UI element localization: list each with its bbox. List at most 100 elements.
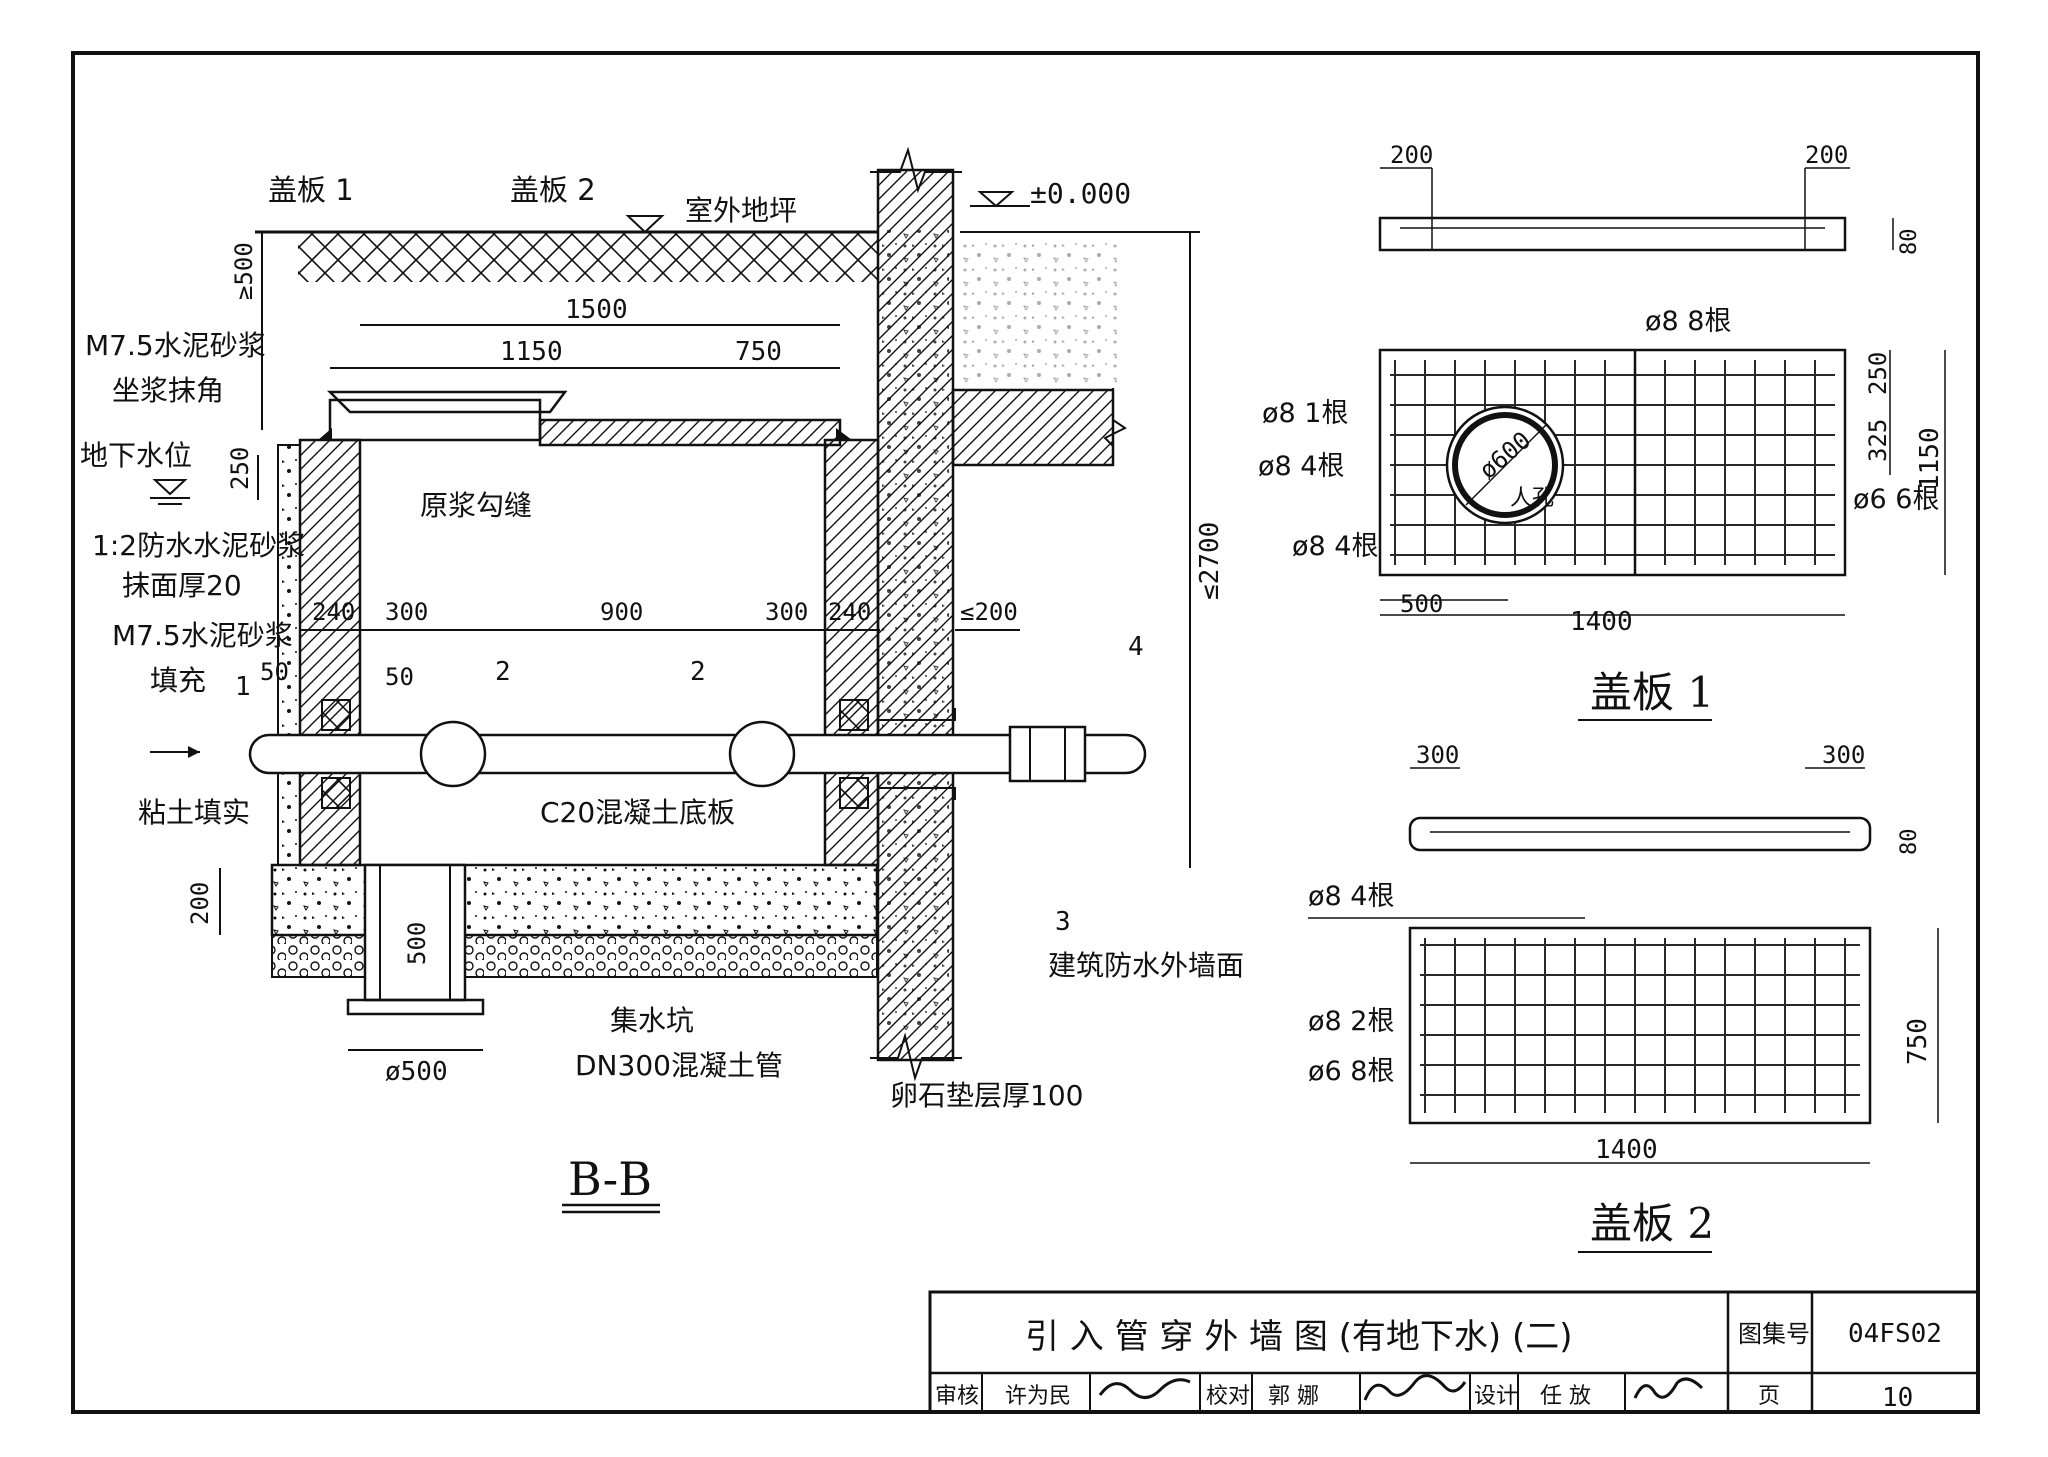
p2-rebar-1: ø8 4根 <box>1308 881 1394 912</box>
label-wall: 建筑防水外墙面 <box>1048 949 1244 982</box>
p1-rebar-2: ø8 1根 <box>1262 398 1348 429</box>
atlas-label: 图集号 <box>1738 1320 1810 1348</box>
dim-900: 900 <box>600 598 643 626</box>
p1-dim-a: 200 <box>1390 141 1433 169</box>
label-elevation: ±0.000 <box>1030 177 1131 210</box>
p2-dim-a: 300 <box>1416 741 1459 769</box>
label-sump-pipe: DN300混凝土管 <box>575 1049 783 1082</box>
callout-3: 3 <box>1055 907 1071 937</box>
p1-dim-l: 1150 <box>1915 427 1945 490</box>
label-slab: C20混凝土底板 <box>540 796 735 829</box>
fitting-2b <box>728 720 796 788</box>
label-gravel: 卵石垫层厚100 <box>890 1079 1083 1112</box>
p1-dim-s2: 325 <box>1864 419 1892 462</box>
label-waterproof-1: 1:2防水水泥砂浆 <box>92 529 305 562</box>
break-line-top <box>870 146 962 194</box>
p2-rebar-3: ø6 8根 <box>1308 1056 1394 1087</box>
signature-design <box>1633 1377 1704 1399</box>
dim-300b: 300 <box>765 598 808 626</box>
section-labels: 盖板 1 盖板 2 室外地坪 ±0.000 M7.5水泥砂浆 坐浆抹角 地下水位… <box>80 173 1244 1214</box>
floor-slab <box>951 388 1115 467</box>
dim-50b: 50 <box>385 663 414 691</box>
break-line-bottom <box>870 1032 962 1082</box>
p1-hole-label: 人孔 <box>1510 486 1554 511</box>
p1-dim-s1: 250 <box>1864 352 1892 395</box>
callout-4: 4 <box>1128 632 1144 662</box>
dim-250: 250 <box>226 447 254 490</box>
label-mortar-fill-1: M7.5水泥砂浆 <box>112 619 293 652</box>
flexible-joint-4 <box>1008 725 1087 783</box>
ground-soil <box>298 232 878 282</box>
label-waterproof-2: 抹面厚20 <box>122 569 242 602</box>
dim-500: ≥500 <box>230 242 258 300</box>
dim-750: 750 <box>735 337 782 367</box>
p2-dim-l: 750 <box>1903 1018 1933 1065</box>
label-mortar-fill-2: 填充 <box>150 664 206 697</box>
label-ground: 室外地坪 <box>685 194 797 227</box>
waterproof-render <box>277 444 301 866</box>
section-title: B-B <box>568 1152 652 1206</box>
callout-2a: 2 <box>495 657 511 687</box>
plate2-plan <box>1408 926 1872 1125</box>
plate1: 200 200 80 1400 1150 250 325 500 ø8 8根 ø… <box>1258 141 1946 721</box>
dim-1500: 1500 <box>565 295 628 325</box>
label-joint: 原浆勾缝 <box>420 489 532 522</box>
plate1-title: 盖板 1 <box>1590 668 1714 717</box>
title-block: 引 入 管 穿 外 墙 图 (有地下水) (二) 图集号 04FS02 审核 许… <box>928 1290 1980 1414</box>
gravel-bed <box>271 934 878 978</box>
dim-50a: 50 <box>260 658 289 686</box>
page-no: 10 <box>1882 1383 1913 1413</box>
page-label: 页 <box>1758 1384 1780 1409</box>
signature-review <box>1098 1378 1191 1399</box>
section-bb <box>150 146 1200 1082</box>
dim-2700: ≤2700 <box>1195 522 1225 600</box>
dim-300a: 300 <box>385 598 428 626</box>
plate1-plan <box>1378 348 1847 577</box>
plate1-elevation <box>1378 216 1847 252</box>
p1-dim-h: 80 <box>1897 229 1922 256</box>
label-cover1: 盖板 1 <box>268 173 354 207</box>
dim-240b: 240 <box>828 598 871 626</box>
label-clay: 粘土填实 <box>138 796 250 829</box>
callout-1: 1 <box>235 672 251 702</box>
p1-rebar-3: ø8 4根 <box>1258 451 1344 482</box>
plate2-elevation <box>1408 816 1872 852</box>
p1-dim-b: 200 <box>1805 141 1848 169</box>
p2-dim-h: 80 <box>1897 829 1922 856</box>
label-cover2: 盖板 2 <box>510 173 596 207</box>
design-name: 任 放 <box>1540 1384 1591 1409</box>
label-groundwater: 地下水位 <box>80 439 192 472</box>
cover-slab-1 <box>328 398 542 442</box>
design-label: 设计 <box>1474 1384 1518 1409</box>
dim-500b: 500 <box>403 922 431 965</box>
drawing-title: 引 入 管 穿 外 墙 图 (有地下水) (二) <box>1025 1317 1573 1357</box>
p2-rebar-2: ø8 2根 <box>1308 1006 1394 1037</box>
signature-check <box>1363 1374 1467 1401</box>
p2-dim-b: 300 <box>1822 741 1865 769</box>
review-name: 许为民 <box>1005 1384 1071 1409</box>
plate2: 300 300 80 1400 750 ø8 4根 ø8 2根 ø6 8根 盖板… <box>1308 741 1939 1253</box>
check-label: 校对 <box>1206 1384 1250 1409</box>
p2-dim-w: 1400 <box>1595 1135 1658 1165</box>
concrete-base <box>270 863 879 937</box>
label-mortar-corner-2: 坐浆抹角 <box>112 374 224 407</box>
dim-le200: ≤200 <box>960 598 1018 626</box>
p1-rebar-4: ø8 4根 <box>1292 531 1378 562</box>
label-sump: 集水坑 <box>610 1004 694 1037</box>
check-name: 郭 娜 <box>1268 1384 1319 1409</box>
p1-rebar-1: ø8 8根 <box>1645 306 1731 337</box>
p1-dim-w: 1400 <box>1570 607 1633 637</box>
dim-phi500: ø500 <box>385 1057 448 1087</box>
dim-1150: 1150 <box>500 337 563 367</box>
p1-dim-e: 500 <box>1400 590 1443 618</box>
dim-200: 200 <box>186 882 214 925</box>
cover-slab-2 <box>538 418 842 447</box>
p1-rebar-5: ø6 6根 <box>1853 484 1939 515</box>
plate2-title: 盖板 2 <box>1590 1199 1714 1248</box>
dim-240a: 240 <box>312 598 355 626</box>
fitting-2a <box>419 720 487 788</box>
review-label: 审核 <box>935 1384 979 1409</box>
sump-pit <box>363 863 467 1002</box>
atlas-no: 04FS02 <box>1848 1319 1942 1349</box>
